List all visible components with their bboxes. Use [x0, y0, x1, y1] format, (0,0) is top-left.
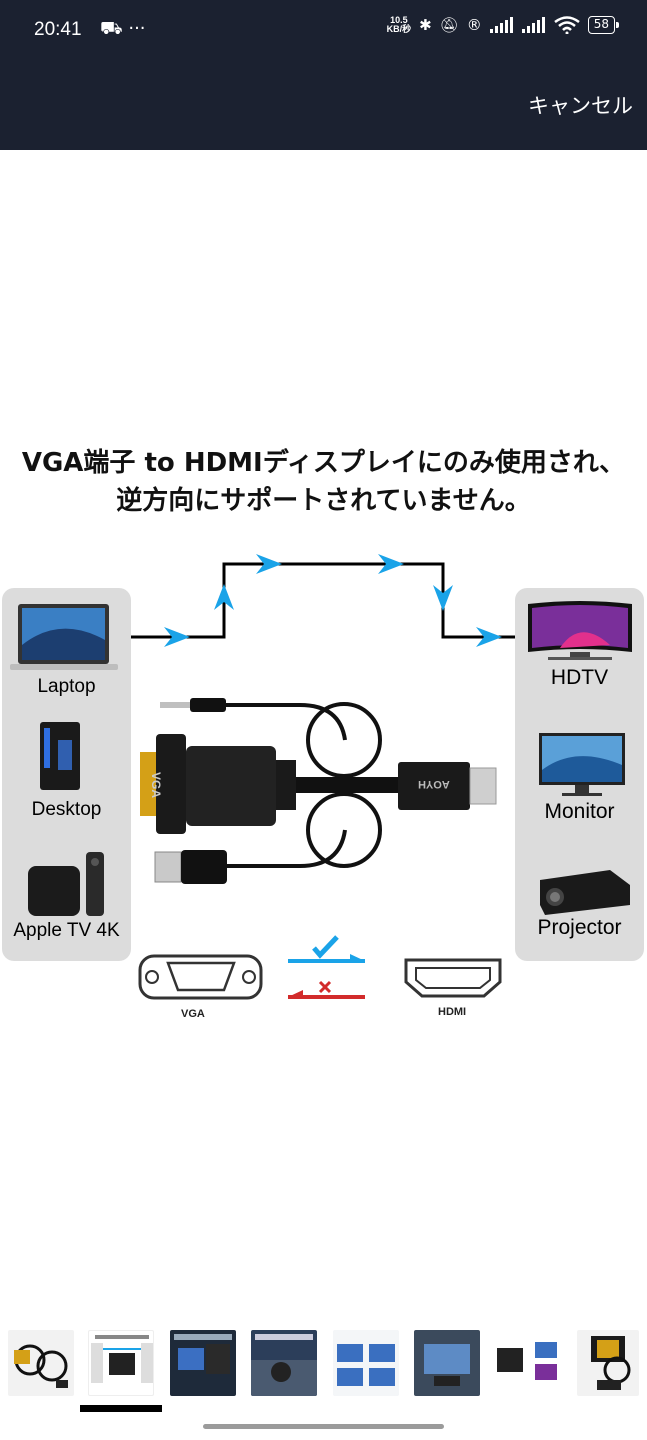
- thumbnail-4[interactable]: [251, 1330, 317, 1396]
- home-gesture-bar[interactable]: [203, 1424, 444, 1429]
- connection-diagram: [10, 554, 632, 1000]
- desktop-tower-icon: [40, 722, 80, 790]
- thumbnail-1[interactable]: [8, 1330, 74, 1396]
- cross-icon: [318, 980, 332, 994]
- image-headline: VGA端子 to HDMIディスプレイにのみ使用され、 逆方向にサポートされてい…: [21, 448, 626, 516]
- vga-to-hdmi-cable: [140, 698, 497, 884]
- registered-icon: ®: [466, 16, 482, 34]
- thumbnail-2-selected[interactable]: [88, 1330, 154, 1396]
- thumbnail-6[interactable]: [414, 1330, 480, 1396]
- direction-indicator: [288, 935, 365, 999]
- signal-path: [131, 554, 515, 647]
- hdtv-icon: [528, 601, 632, 660]
- cancel-button[interactable]: キャンセル: [528, 90, 633, 120]
- hdmi-port-icon: [404, 958, 502, 998]
- laptop-icon: [10, 604, 118, 670]
- network-speed: 10.5 KB/秒: [386, 15, 412, 34]
- notification-icons: ⛟ ···: [100, 18, 146, 39]
- status-right-icons: 10.5 KB/秒 ✱ 🔕︎ ® 58: [386, 15, 620, 34]
- top-bar: キャンセル: [0, 60, 647, 150]
- vga-plug-label: VGA: [149, 771, 164, 799]
- display-label-monitor: Monitor: [544, 800, 615, 823]
- status-bar: 20:41 ⛟ ··· 10.5 KB/秒 ✱ 🔕︎ ® 58: [0, 0, 647, 60]
- signal-icon-2: [521, 17, 545, 33]
- projector-icon: [540, 870, 630, 915]
- thumbnail-strip[interactable]: [0, 1328, 647, 1408]
- source-label-desktop: Desktop: [31, 799, 102, 820]
- signal-icon: [489, 17, 513, 33]
- apple-tv-icon: [28, 852, 104, 916]
- battery-icon: 58: [587, 16, 620, 34]
- selected-thumbnail-indicator: [80, 1405, 162, 1412]
- vga-port-icon: [138, 954, 263, 1000]
- thumbnail-7[interactable]: [495, 1330, 561, 1396]
- status-time: 20:41: [34, 19, 82, 40]
- hdmi-port-label: HDMI: [438, 1006, 467, 1018]
- source-label-apple-tv: Apple TV 4K: [13, 920, 120, 941]
- cable-brand-label: AOYH: [418, 778, 450, 790]
- thumbnail-8[interactable]: [577, 1330, 639, 1396]
- wifi-icon: [553, 16, 580, 34]
- display-label-hdtv: HDTV: [550, 666, 609, 689]
- source-label-laptop: Laptop: [37, 676, 96, 697]
- thumbnail-5[interactable]: [333, 1330, 399, 1396]
- bluetooth-icon: ✱: [419, 16, 432, 34]
- monitor-icon: [539, 733, 625, 796]
- thumbnail-3[interactable]: [170, 1330, 236, 1396]
- check-icon: [312, 935, 339, 959]
- vga-port-label: VGA: [181, 1008, 205, 1020]
- display-label-projector: Projector: [537, 916, 622, 939]
- mute-icon: 🔕︎: [439, 16, 459, 34]
